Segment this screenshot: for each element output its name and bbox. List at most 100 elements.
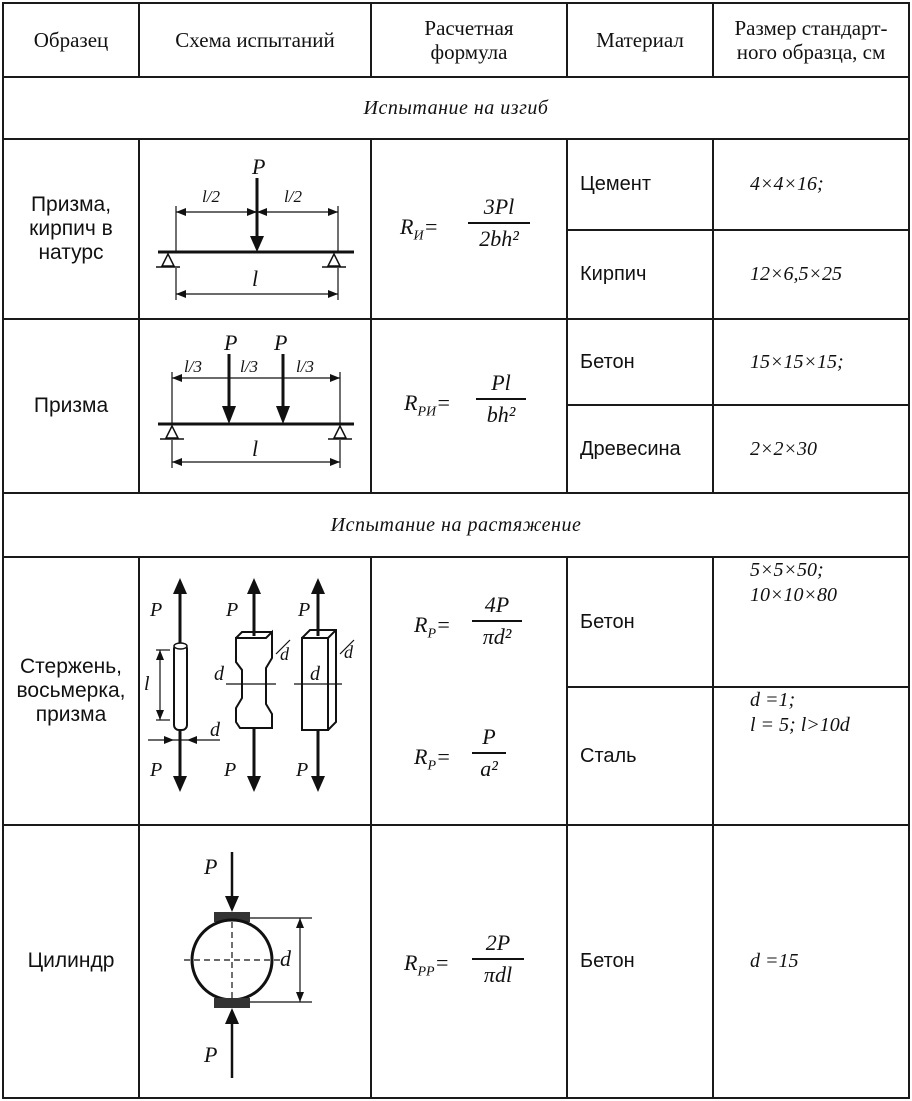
dim-arrowhead (172, 374, 182, 382)
sample-line: натурс (38, 241, 104, 265)
load-arrowhead (173, 578, 187, 594)
size-cell: 12×6,5×25 (750, 263, 842, 285)
dim-arrowhead (187, 736, 197, 744)
rod-end (173, 642, 188, 650)
formula-lhs: R (414, 744, 428, 769)
dim-label: d (310, 663, 321, 685)
formula-denominator: 2bh² (479, 225, 519, 251)
subrow-divider (566, 404, 910, 406)
formula-subscript: РИ (417, 404, 437, 420)
row-divider (2, 824, 910, 826)
bearing-strip-bottom (214, 998, 250, 1008)
formula-lhs: R (414, 612, 428, 637)
sample-line: Стержень, (19, 654, 122, 678)
bearing-strip-top (214, 912, 250, 922)
load-label: P (149, 759, 162, 781)
load-label: P (295, 759, 308, 781)
material-cell: Сталь (580, 744, 637, 767)
size-line: 10×10×80 (750, 584, 837, 606)
subrow-divider (566, 229, 910, 231)
dim-arrowhead (176, 208, 186, 216)
load-arrowhead (173, 776, 187, 792)
size-cell: 2×2×30 (750, 437, 817, 460)
material-cell: Древесина (580, 437, 681, 460)
sample-cell: Призма, кирпич в натурс (4, 140, 138, 318)
load-arrowhead (222, 406, 236, 424)
formula-denominator: πdl (483, 961, 513, 987)
material-cell: Бетон (580, 610, 635, 633)
size-line: d =1; (750, 689, 796, 711)
column-divider (138, 138, 140, 494)
column-divider (566, 556, 568, 1099)
span-label: l (252, 266, 258, 291)
section-divider (2, 138, 910, 140)
formula-denominator: πd² (482, 623, 512, 649)
dim-arrowhead (172, 458, 182, 466)
dim-arrowhead (156, 710, 164, 720)
formula-subscript: И (413, 228, 424, 244)
dim-label: d (210, 719, 221, 741)
cylinder-splitting-scheme: P P d (184, 852, 312, 1078)
load-arrowhead (225, 896, 239, 912)
dim-arrowhead (328, 290, 338, 298)
header-formula-line1: Расчетная (424, 15, 514, 40)
formula-subscript: P (427, 626, 437, 642)
load-arrowhead (250, 236, 264, 252)
formula-denominator: a² (480, 755, 498, 781)
fraction-bar (472, 958, 524, 960)
column-divider (566, 2, 568, 78)
sample-cell: Цилиндр (27, 949, 115, 973)
section-divider (2, 492, 910, 494)
specimen-top-face (235, 631, 272, 639)
header-size-line2: ного образца, см (736, 40, 886, 64)
load-label: P (251, 154, 265, 179)
column-divider (138, 2, 140, 78)
size-cell: 15×15×15; (750, 350, 844, 373)
load-label: P (225, 599, 238, 621)
dim-label: d (344, 642, 354, 662)
dim-leader (339, 639, 355, 655)
load-arrowhead (311, 776, 325, 792)
sample-line: Призма, (30, 192, 112, 216)
load-label: P (297, 599, 310, 621)
material-cell: Бетон (580, 350, 635, 373)
formula-subscript: P (427, 758, 437, 774)
fraction-bar (472, 752, 506, 754)
fraction-bar (468, 222, 530, 224)
size-cell: d =1; l = 5; l>10d (714, 688, 908, 824)
support-right (332, 424, 348, 439)
table-border-bottom (2, 1097, 910, 1099)
dim-label: d (280, 946, 292, 971)
dim-label: d (280, 644, 290, 664)
size-cell: 4×4×16; (750, 173, 824, 195)
dim-arrowhead (257, 208, 267, 216)
dim-arrowhead (176, 290, 186, 298)
prism-depth (301, 629, 337, 731)
dim-arrowhead (164, 736, 174, 744)
support-left (164, 424, 180, 439)
formula-lhs: R (404, 950, 418, 975)
header-scheme: Схема испытаний (175, 27, 335, 52)
load-label: P (149, 599, 162, 621)
segment-label: l/2 (202, 187, 220, 206)
formula-lhs: R (404, 390, 418, 415)
sample-cell: Стержень, восьмерка, призма (4, 558, 138, 824)
column-divider (370, 556, 372, 1099)
load-arrowhead (311, 578, 325, 594)
column-divider (566, 138, 568, 494)
column-divider (138, 556, 140, 1099)
support-left (160, 252, 176, 267)
dim-arrowhead (330, 458, 340, 466)
formula-numerator: 3Pl (483, 194, 515, 219)
dim-arrowhead (156, 650, 164, 660)
tension-specimens-scheme: P P l d P P d d P (144, 578, 355, 792)
segment-label: l/3 (184, 357, 202, 376)
formula-numerator: 2P (485, 930, 511, 955)
header-sample: Образец (33, 27, 109, 52)
fraction-bar (472, 620, 522, 622)
material-cell: Кирпич (580, 263, 647, 285)
sample-line: восьмерка, (16, 678, 126, 702)
load-arrowhead (247, 578, 261, 594)
formula-numerator: Pl (491, 370, 511, 395)
sample-line: кирпич в (29, 216, 113, 240)
